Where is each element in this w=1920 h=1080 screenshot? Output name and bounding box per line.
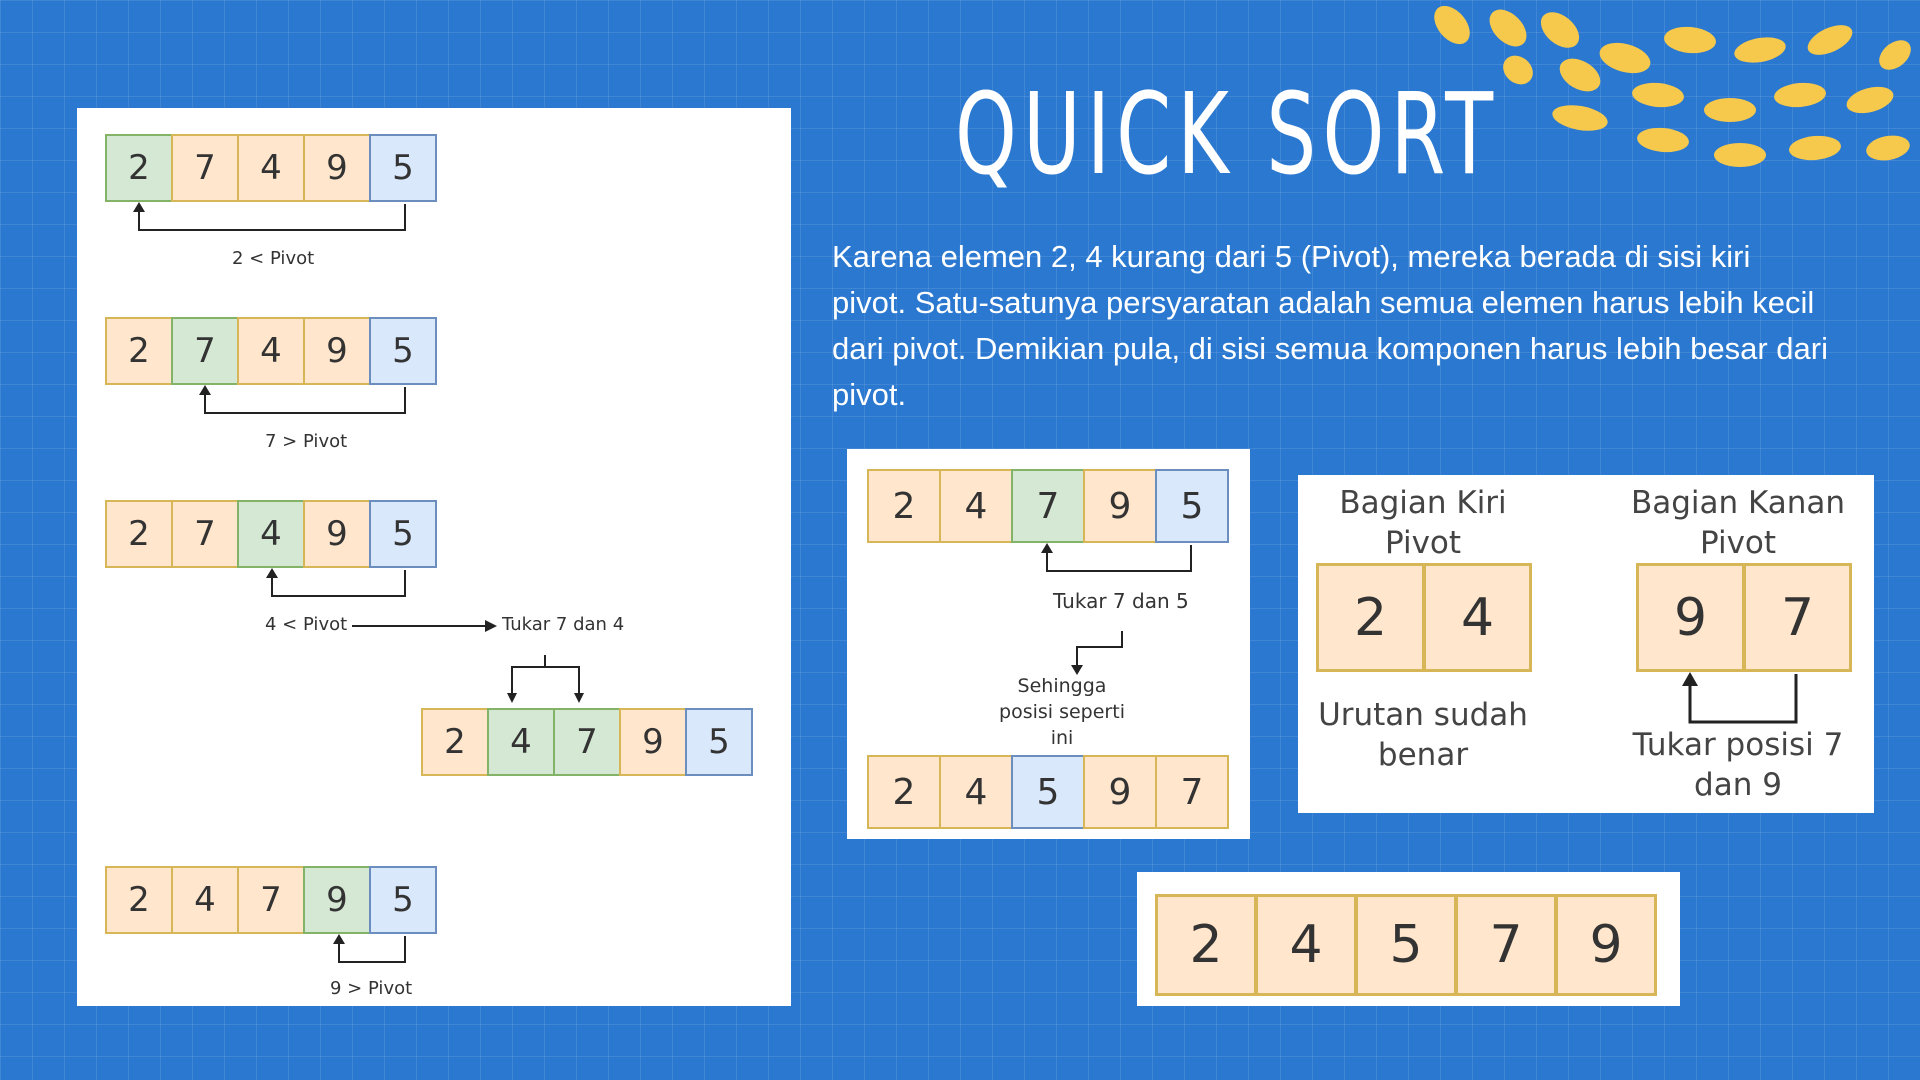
- down-arrow: [1071, 631, 1123, 675]
- array-row-step1: 2 7 4 9 5: [105, 134, 437, 202]
- compare-arrow: [133, 202, 406, 231]
- sorted-array: 2 4 5 7 9: [1155, 894, 1657, 996]
- compare-label: 9 > Pivot: [330, 978, 413, 999]
- left-part-array: 2 4: [1316, 563, 1532, 672]
- array-cell: 9: [619, 708, 687, 776]
- array-cell: 5: [685, 708, 753, 776]
- array-cell: 7: [1743, 563, 1852, 672]
- array-cell: 9: [303, 134, 371, 202]
- swap-arrows: [507, 655, 584, 703]
- compare-label: 2 < Pivot: [232, 248, 315, 269]
- array-cell: 4: [237, 317, 305, 385]
- array-cell: 5: [369, 317, 437, 385]
- array-cell: 4: [237, 500, 305, 568]
- array-row-step4: 2 4 7 9 5: [105, 866, 437, 934]
- heading-line: Bagian Kiri: [1339, 485, 1507, 521]
- right-part-heading: Bagian Kanan Pivot: [1598, 483, 1878, 563]
- array-row-swapped: 2 4 7 9 5: [421, 708, 753, 776]
- array-cell: 5: [1011, 755, 1085, 829]
- array-cell: 7: [237, 866, 305, 934]
- array-cell: 4: [939, 755, 1013, 829]
- array-cell: 5: [1155, 469, 1229, 543]
- array-cell: 2: [105, 866, 173, 934]
- array-cell: 2: [105, 134, 173, 202]
- array-cell: 2: [1316, 563, 1425, 672]
- left-part-note: Urutan sudah benar: [1298, 695, 1548, 775]
- array-cell: 5: [369, 134, 437, 202]
- array-cell: 9: [1636, 563, 1745, 672]
- decorative-dots: [1434, 5, 1911, 167]
- array-cell: 7: [171, 500, 239, 568]
- left-part-heading: Bagian Kiri Pivot: [1298, 483, 1548, 563]
- middle-diagram-panel: 2 4 7 9 5 Tukar 7 dan 5 Sehingga posisi …: [847, 449, 1250, 839]
- result-label-line: Sehingga: [1017, 675, 1107, 697]
- result-label: Sehingga posisi seperti ini: [977, 673, 1147, 751]
- heading-line: Pivot: [1699, 525, 1777, 561]
- array-cell: 2: [1155, 894, 1257, 996]
- array-cell: 5: [369, 500, 437, 568]
- array-cell: 9: [1083, 755, 1157, 829]
- array-cell: 2: [867, 755, 941, 829]
- compare-arrow: [266, 568, 406, 597]
- array-cell: 4: [939, 469, 1013, 543]
- array-cell: 7: [171, 134, 239, 202]
- heading-line: Pivot: [1384, 525, 1462, 561]
- array-cell: 2: [105, 317, 173, 385]
- array-cell: 5: [369, 866, 437, 934]
- result-label-line: posisi seperti: [999, 701, 1125, 723]
- array-row-step2: 2 7 4 9 5: [105, 317, 437, 385]
- array-row-step3: 2 7 4 9 5: [105, 500, 437, 568]
- right-part-note: Tukar posisi 7 dan 9: [1598, 725, 1878, 805]
- array-cell: 4: [1255, 894, 1357, 996]
- array-cell: 4: [171, 866, 239, 934]
- heading-line: Bagian Kanan: [1630, 485, 1846, 521]
- compare-arrow: [199, 385, 406, 414]
- compare-label: 4 < Pivot: [265, 614, 348, 635]
- array-cell: 7: [553, 708, 621, 776]
- note-line: Urutan sudah: [1318, 697, 1528, 733]
- array-cell: 9: [1555, 894, 1657, 996]
- array-cell: 2: [867, 469, 941, 543]
- swap-label: Tukar 7 dan 4: [502, 614, 625, 635]
- right-arrow: [352, 620, 497, 632]
- note-line: benar: [1377, 737, 1469, 773]
- array-cell: 9: [303, 500, 371, 568]
- note-line: dan 9: [1694, 767, 1782, 803]
- slide-title: QUICK SORT: [955, 70, 1500, 200]
- swap-arrow: [1682, 672, 1798, 724]
- array-cell: 7: [171, 317, 239, 385]
- array-cell: 7: [1155, 755, 1229, 829]
- final-sorted-panel: 2 4 5 7 9: [1137, 872, 1680, 1006]
- array-row-after: 2 4 5 9 7: [867, 755, 1229, 829]
- array-cell: 9: [303, 317, 371, 385]
- result-label-line: ini: [1050, 727, 1074, 749]
- array-cell: 5: [1355, 894, 1457, 996]
- swap-arrow: [1041, 543, 1192, 572]
- array-cell: 7: [1011, 469, 1085, 543]
- compare-label: 7 > Pivot: [265, 431, 348, 452]
- slide-description: Karena elemen 2, 4 kurang dari 5 (Pivot)…: [832, 239, 1828, 412]
- right-part-array: 9 7: [1636, 563, 1852, 672]
- array-row-before: 2 4 7 9 5: [867, 469, 1229, 543]
- array-cell: 2: [105, 500, 173, 568]
- left-diagram-panel: 2 7 4 9 5 2 < Pivot 2 7 4 9 5 7 > Pivot …: [77, 108, 791, 1006]
- array-cell: 2: [421, 708, 489, 776]
- note-line: Tukar posisi 7: [1632, 727, 1844, 763]
- array-cell: 9: [303, 866, 371, 934]
- array-cell: 4: [1423, 563, 1532, 672]
- array-cell: 4: [237, 134, 305, 202]
- array-cell: 7: [1455, 894, 1557, 996]
- right-diagram-panel: Bagian Kiri Pivot 2 4 Urutan sudah benar…: [1298, 475, 1874, 813]
- array-cell: 9: [1083, 469, 1157, 543]
- swap-label: Tukar 7 dan 5: [1053, 589, 1189, 613]
- array-cell: 4: [487, 708, 555, 776]
- compare-arrow: [333, 934, 406, 963]
